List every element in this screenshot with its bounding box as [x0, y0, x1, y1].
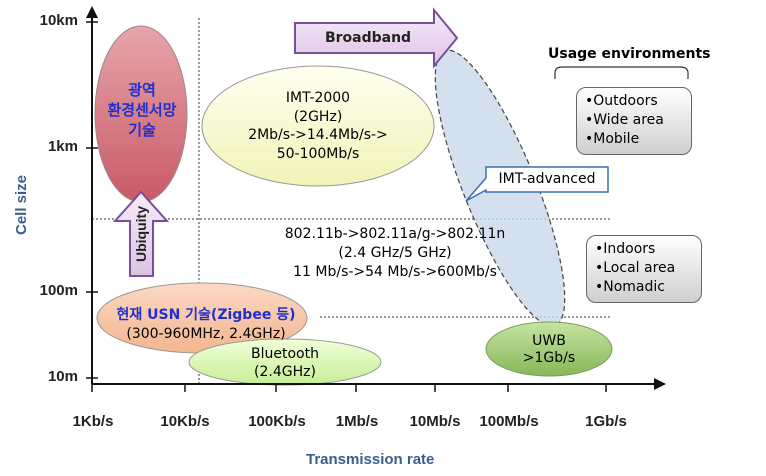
x-tick-label-100kbps: 100Kb/s	[248, 413, 306, 430]
wide-area-usn-line-3: 기술	[128, 121, 156, 139]
wlan-line-2: (2.4 GHz/5 GHz)	[338, 245, 452, 261]
current-usn-line-2: (300-960MHz, 2.4GHz)	[126, 326, 286, 342]
y-axis-arrowhead	[86, 6, 98, 18]
ubiquity-arrow	[112, 190, 170, 277]
indoor-item-2: •Local area	[595, 260, 676, 276]
imt-advanced-label: IMT-advanced	[498, 171, 596, 187]
uwb-label: UWB >1Gb/s	[508, 333, 590, 367]
x-tick-label-10mbps: 10Mb/s	[409, 413, 461, 430]
y-tick-label-100m: 100m	[39, 282, 78, 299]
y-tick-label-10m: 10m	[47, 368, 78, 385]
current-usn-label: 현재 USN 기술(Zigbee 등) (300-960MHz, 2.4GHz)	[100, 306, 312, 344]
imt-advanced-callout	[465, 166, 609, 202]
uwb-ellipse	[485, 321, 613, 377]
ubiquity-label: Ubiquity	[133, 206, 149, 262]
y-tick-label-1km: 1km	[47, 138, 78, 155]
y-tick-label-10km: 10km	[39, 12, 78, 29]
wide-area-usn-line-2: 환경센서망	[107, 101, 177, 119]
wlan-line-3: 11 Mb/s->54 Mb/s->600Mb/s	[293, 264, 497, 280]
wide-area-usn-line-1: 광역	[128, 81, 156, 99]
imt2000-ellipse	[201, 65, 435, 187]
broadband-arrow	[294, 7, 459, 69]
x-tick-label-100mbps: 100Mb/s	[479, 413, 539, 430]
outdoor-item-2: •Wide area	[585, 112, 664, 128]
bluetooth-line-1: Bluetooth	[251, 346, 319, 362]
wide-area-usn-label: 광역 환경센서망 기술	[96, 80, 188, 140]
imt2000-line-2: (2GHz)	[293, 108, 343, 125]
indoor-item-3: •Nomadic	[595, 279, 665, 295]
outdoor-item-3: •Mobile	[585, 131, 640, 147]
x-tick-label-10kbps: 10Kb/s	[160, 413, 210, 430]
imt2000-line-4: 50-100Mb/s	[276, 145, 360, 162]
x-tick-label-1mbps: 1Mb/s	[335, 413, 379, 430]
usage-bracket	[554, 66, 689, 79]
imt2000-line-3: 2Mb/s->14.4Mb/s->	[248, 127, 388, 143]
y-axis-title: Cell size	[13, 175, 30, 235]
usage-environments-title: Usage environments	[548, 46, 711, 62]
bluetooth-line-2: (2.4GHz)	[254, 364, 316, 380]
outdoor-item-1: •Outdoors	[585, 93, 658, 109]
uwb-line-2: >1Gb/s	[522, 350, 576, 366]
imt2000-label: IMT-2000 (2GHz) 2Mb/s->14.4Mb/s-> 50-100…	[236, 89, 400, 163]
wlan-label: 802.11b->802.11a/g->802.11n (2.4 GHz/5 G…	[270, 225, 520, 282]
x-tick-label-1kbps: 1Kb/s	[72, 413, 114, 430]
indoor-environment-box: •Indoors •Local area •Nomadic	[586, 235, 702, 303]
wlan-line-1: 802.11b->802.11a/g->802.11n	[284, 226, 506, 242]
broadband-label: Broadband	[324, 30, 412, 46]
indoor-item-1: •Indoors	[595, 241, 656, 257]
bluetooth-label: Bluetooth (2.4GHz)	[232, 345, 338, 381]
outdoor-environment-box: •Outdoors •Wide area •Mobile	[576, 87, 692, 155]
current-usn-line-1: 현재 USN 기술(Zigbee 등)	[116, 307, 296, 323]
x-axis-arrowhead	[654, 378, 666, 390]
imt2000-line-1: IMT-2000	[285, 90, 351, 106]
x-axis-title: Transmission rate	[306, 451, 435, 468]
uwb-line-1: UWB	[532, 333, 566, 349]
x-tick-label-1gbps: 1Gb/s	[585, 413, 627, 430]
